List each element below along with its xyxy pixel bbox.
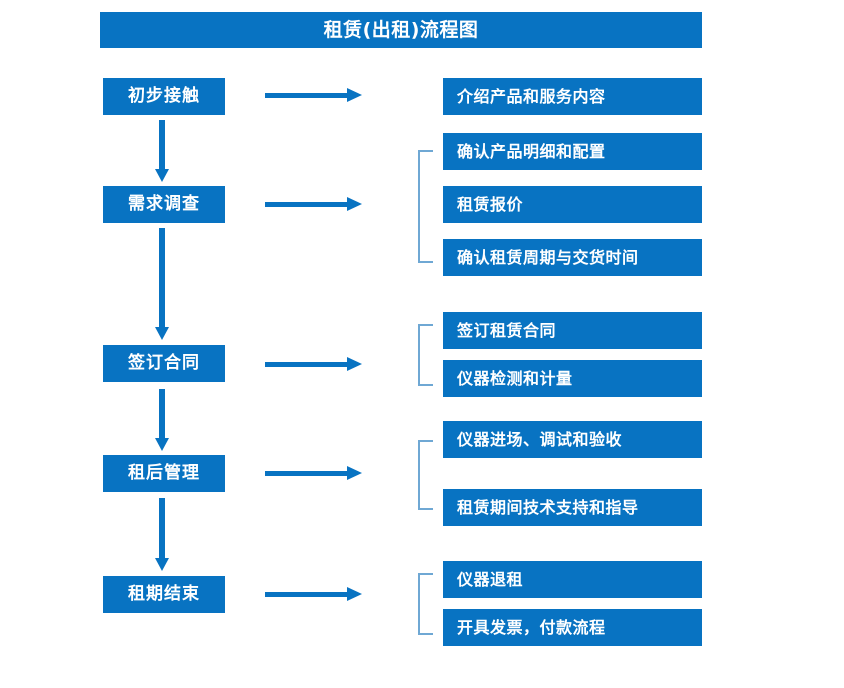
right-arrow-icon-5: [265, 587, 362, 601]
arrow-head: [155, 327, 169, 340]
group-bracket-qianding-hetong: [418, 324, 433, 386]
down-arrow-icon-4: [155, 498, 169, 571]
arrow-shaft: [159, 228, 165, 327]
arrow-head: [347, 587, 362, 601]
arrow-head: [347, 466, 362, 480]
detail-box-yiqi-tuizu[interactable]: 仪器退租: [443, 561, 702, 598]
arrow-head: [347, 197, 362, 211]
down-arrow-icon-2: [155, 228, 169, 340]
detail-box-yiqi-jiance-jiliang[interactable]: 仪器检测和计量: [443, 360, 702, 397]
detail-label: 确认产品明细和配置: [457, 141, 606, 161]
group-bracket-xuqiu-diaocha: [418, 150, 433, 263]
detail-label: 签订租赁合同: [457, 320, 557, 340]
stage-label: 签订合同: [128, 353, 200, 373]
detail-label: 租赁报价: [457, 194, 524, 214]
arrow-shaft: [265, 471, 348, 476]
right-arrow-icon-2: [265, 197, 362, 211]
stage-label: 租期结束: [128, 584, 200, 604]
right-arrow-icon-3: [265, 357, 362, 371]
diagram-title-banner: 租赁(出租)流程图: [100, 12, 702, 48]
arrow-head: [155, 438, 169, 451]
stage-box-zuhou-guanli[interactable]: 租后管理: [103, 455, 225, 492]
detail-label: 租赁期间技术支持和指导: [457, 497, 639, 517]
stage-label: 初步接触: [128, 86, 200, 106]
diagram-title-text: 租赁(出租)流程图: [323, 18, 479, 41]
detail-box-yiqi-jinchang-tiaoshi[interactable]: 仪器进场、调试和验收: [443, 421, 702, 458]
detail-box-kaiju-fapiao[interactable]: 开具发票，付款流程: [443, 609, 702, 646]
stage-box-chubu-jiechu[interactable]: 初步接触: [103, 78, 225, 115]
detail-label: 介绍产品和服务内容: [457, 86, 606, 106]
detail-label: 开具发票，付款流程: [457, 617, 606, 637]
arrow-shaft: [265, 202, 348, 207]
detail-box-jieshao-chanpin[interactable]: 介绍产品和服务内容: [443, 78, 702, 115]
stage-box-qianding-hetong[interactable]: 签订合同: [103, 345, 225, 382]
stage-box-zuqi-jieshu[interactable]: 租期结束: [103, 576, 225, 613]
detail-box-zulin-qijian-jishu-zhichi[interactable]: 租赁期间技术支持和指导: [443, 489, 702, 526]
stage-label: 租后管理: [128, 463, 200, 483]
detail-label: 仪器退租: [457, 569, 524, 589]
arrow-head: [155, 169, 169, 182]
arrow-shaft: [265, 93, 348, 98]
detail-box-queren-chanpin-mingxi[interactable]: 确认产品明细和配置: [443, 133, 702, 170]
detail-label: 仪器检测和计量: [457, 368, 573, 388]
arrow-shaft: [265, 362, 348, 367]
right-arrow-icon-1: [265, 88, 362, 102]
detail-box-qianding-zulin-hetong[interactable]: 签订租赁合同: [443, 312, 702, 349]
detail-label: 确认租赁周期与交货时间: [457, 247, 639, 267]
down-arrow-icon-3: [155, 389, 169, 451]
group-bracket-zuqi-jieshu: [418, 573, 433, 635]
detail-box-queren-zulin-zhouqi[interactable]: 确认租赁周期与交货时间: [443, 239, 702, 276]
detail-box-zulin-baojia[interactable]: 租赁报价: [443, 186, 702, 223]
stage-box-xuqiu-diaocha[interactable]: 需求调查: [103, 186, 225, 223]
arrow-shaft: [265, 592, 348, 597]
group-bracket-zuhou-guanli: [418, 440, 433, 510]
arrow-shaft: [159, 120, 165, 169]
arrow-shaft: [159, 389, 165, 438]
arrow-head: [347, 357, 362, 371]
arrow-shaft: [159, 498, 165, 558]
arrow-head: [347, 88, 362, 102]
detail-label: 仪器进场、调试和验收: [457, 429, 623, 449]
arrow-head: [155, 558, 169, 571]
stage-label: 需求调查: [128, 194, 200, 214]
right-arrow-icon-4: [265, 466, 362, 480]
down-arrow-icon-1: [155, 120, 169, 182]
